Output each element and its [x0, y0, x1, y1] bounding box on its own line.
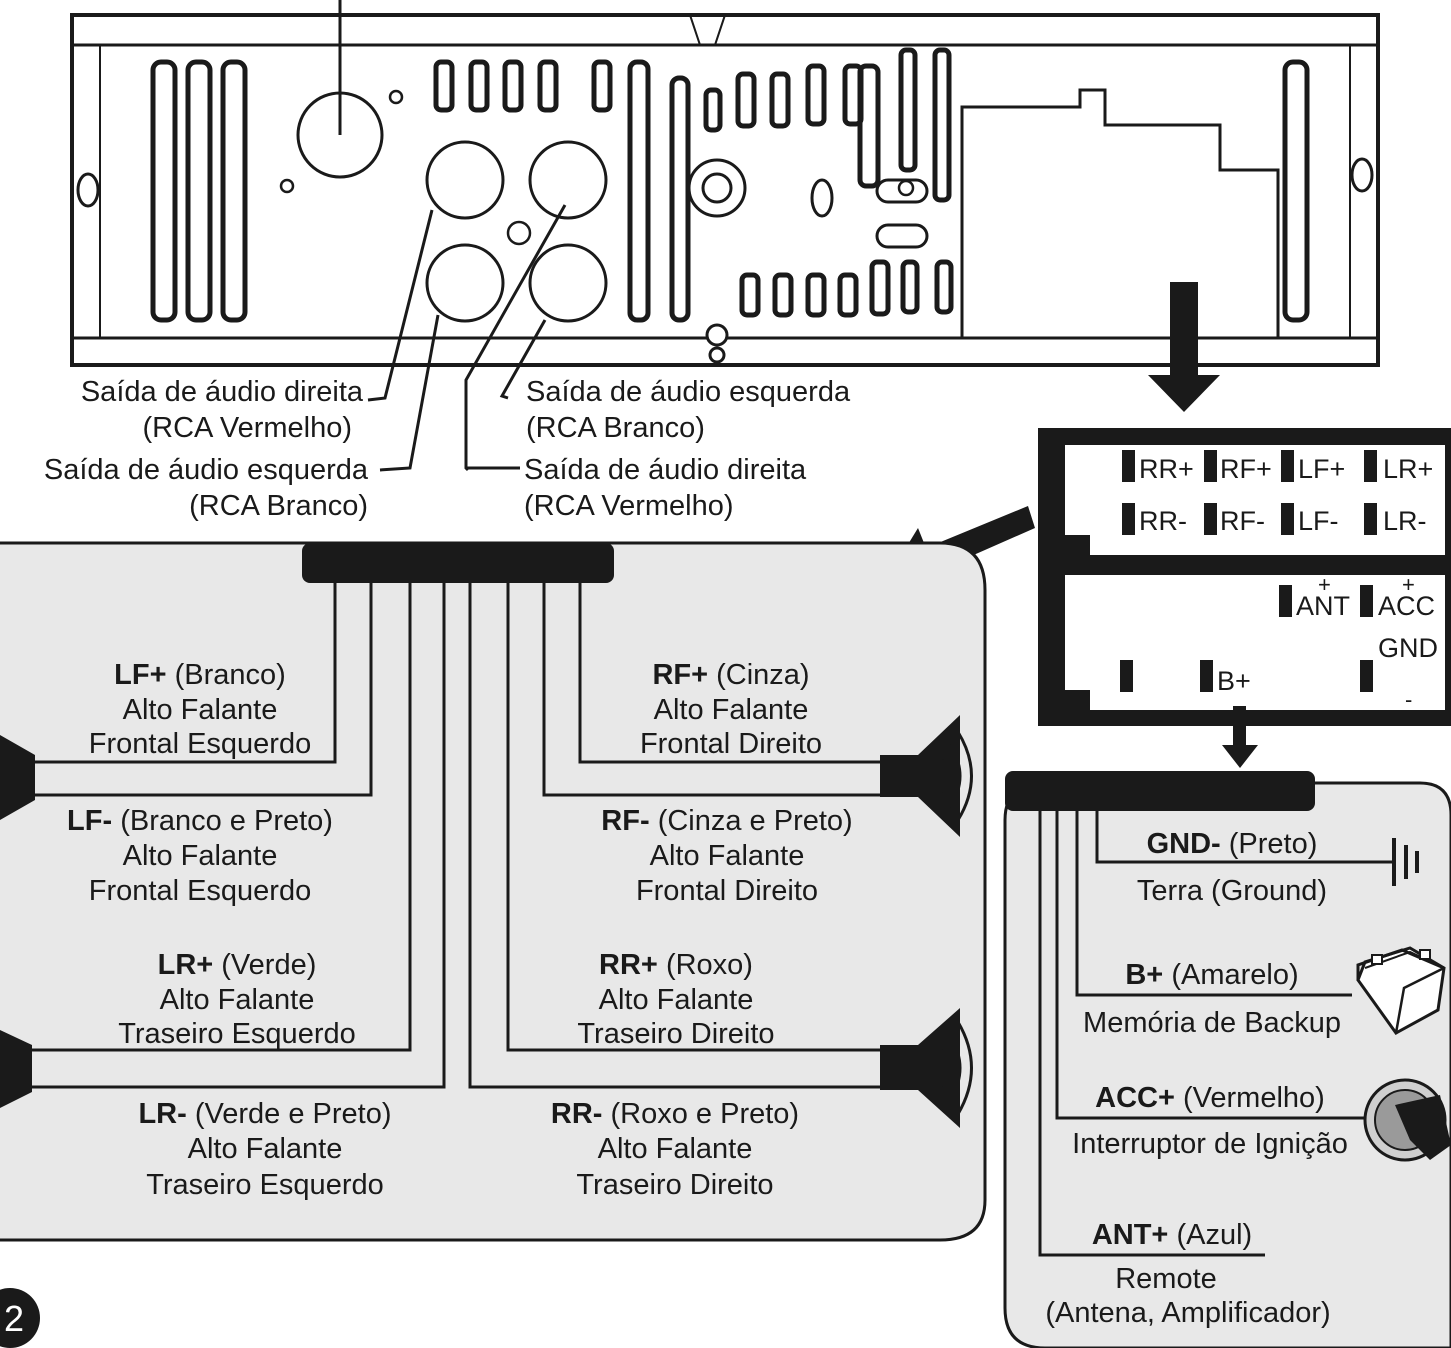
label-rr-minus-2: Alto Falante: [598, 1133, 753, 1165]
label-lr-plus-2: Alto Falante: [160, 984, 315, 1016]
page-number: 2: [4, 1298, 24, 1339]
speaker-icon-rear-left: [0, 1030, 32, 1108]
rca-leader-lines: [367, 204, 567, 472]
label-acc: ACC+ (Vermelho): [1095, 1082, 1325, 1114]
label-ant-desc-1: Remote: [1115, 1263, 1217, 1295]
pin-lf-minus: LF-: [1298, 506, 1339, 536]
page-number-badge: [0, 1288, 40, 1348]
rca-socket-bottom-left: [425, 243, 505, 323]
label-bplus: B+ (Amarelo): [1125, 959, 1298, 991]
label-lr-minus-3: Traseiro Esquerdo: [146, 1169, 383, 1201]
label-rr-plus: RR+ (Roxo): [599, 949, 753, 981]
label-rr-plus-3: Traseiro Direito: [577, 1018, 774, 1050]
pin-gnd-minus-sign: -: [1405, 687, 1412, 712]
label-rf-minus-2: Alto Falante: [650, 840, 805, 872]
pin-lr-plus: LR+: [1383, 454, 1433, 484]
label-lr-minus-2: Alto Falante: [188, 1133, 343, 1165]
rca-label-right-2: (RCA Vermelho): [142, 412, 352, 444]
battery-icon: [1356, 946, 1446, 1035]
label-lr-minus: LR- (Verde e Preto): [138, 1098, 391, 1130]
pin-ant-plus-sign: +: [1318, 572, 1331, 597]
label-lf-plus-2: Alto Falante: [123, 694, 278, 726]
ignition-key-icon: [1363, 1078, 1451, 1162]
pin-acc-plus-sign: +: [1402, 572, 1415, 597]
label-rf-plus-2: Alto Falante: [654, 694, 809, 726]
speaker-harness-plug: [302, 543, 614, 583]
speaker-icon-front-right: [880, 715, 973, 837]
rca-label-left-top-1: Saída de áudio esquerda: [526, 376, 851, 408]
pin-lf-plus: LF+: [1298, 454, 1345, 484]
speaker-icon-rear-right: [880, 1008, 973, 1128]
rca-label-right-1: Saída de áudio direita: [81, 376, 364, 408]
label-gnd: GND- (Preto): [1147, 828, 1318, 860]
rca-socket-top-left: [425, 140, 505, 220]
speaker-icon-front-left: [0, 735, 35, 820]
label-ant-desc-2: (Antena, Amplificador): [1045, 1297, 1330, 1329]
speaker-wires: [30, 583, 885, 1089]
label-lf-minus-3: Frontal Esquerdo: [89, 875, 311, 907]
label-lf-plus-3: Frontal Esquerdo: [89, 728, 311, 760]
label-rr-minus: RR- (Roxo e Preto): [551, 1098, 799, 1130]
label-lf-plus: LF+ (Branco): [114, 659, 286, 691]
speaker-panel: [0, 541, 987, 1242]
ground-icon: [1360, 838, 1419, 886]
pin-ant: ANT: [1296, 591, 1350, 621]
rca-label-left-2: (RCA Branco): [189, 490, 368, 522]
label-ant: ANT+ (Azul): [1092, 1219, 1252, 1251]
pin-acc: ACC: [1378, 591, 1435, 621]
label-lf-minus-2: Alto Falante: [123, 840, 278, 872]
label-rr-plus-2: Alto Falante: [599, 984, 754, 1016]
pin-rr-plus: RR+: [1139, 454, 1194, 484]
arrow-down-icon: [1148, 282, 1220, 412]
pin-b-plus: B+: [1217, 666, 1251, 696]
rca-socket-bottom-right: [528, 243, 608, 323]
pin-rr-minus: RR-: [1139, 506, 1187, 536]
label-acc-desc: Interruptor de Ignição: [1072, 1128, 1348, 1160]
label-rf-minus: RF- (Cinza e Preto): [601, 805, 852, 837]
power-wires: [1038, 811, 1365, 1257]
label-rf-minus-3: Frontal Direito: [636, 875, 818, 907]
pin-gnd: GND: [1378, 633, 1438, 663]
pin-rf-minus: RF-: [1220, 506, 1265, 536]
pin-rf-plus: RF+: [1220, 454, 1272, 484]
label-lr-plus-3: Traseiro Esquerdo: [118, 1018, 355, 1050]
radio-back-panel: [70, 0, 1380, 367]
rca-label-left-top-2: (RCA Branco): [526, 412, 705, 444]
label-rf-plus-3: Frontal Direito: [640, 728, 822, 760]
label-gnd-desc: Terra (Ground): [1137, 875, 1327, 907]
label-lr-plus: LR+ (Verde): [158, 949, 317, 981]
rca-label-left-1: Saída de áudio esquerda: [44, 454, 369, 486]
arrow-down-small-icon: [1222, 706, 1258, 768]
label-bplus-desc: Memória de Backup: [1083, 1007, 1341, 1039]
pin-lr-minus: LR-: [1383, 506, 1427, 536]
power-harness-plug: [1005, 771, 1315, 811]
rca-socket-top-right: [528, 140, 608, 220]
rca-label-right-bottom-1: Saída de áudio direita: [524, 454, 807, 486]
connector-pinout: [1038, 428, 1451, 726]
rca-label-right-bottom-2: (RCA Vermelho): [524, 490, 734, 522]
label-rr-minus-3: Traseiro Direito: [576, 1169, 773, 1201]
label-lf-minus: LF- (Branco e Preto): [67, 805, 333, 837]
power-panel: [1003, 781, 1451, 1348]
label-rf-plus: RF+ (Cinza): [652, 659, 809, 691]
